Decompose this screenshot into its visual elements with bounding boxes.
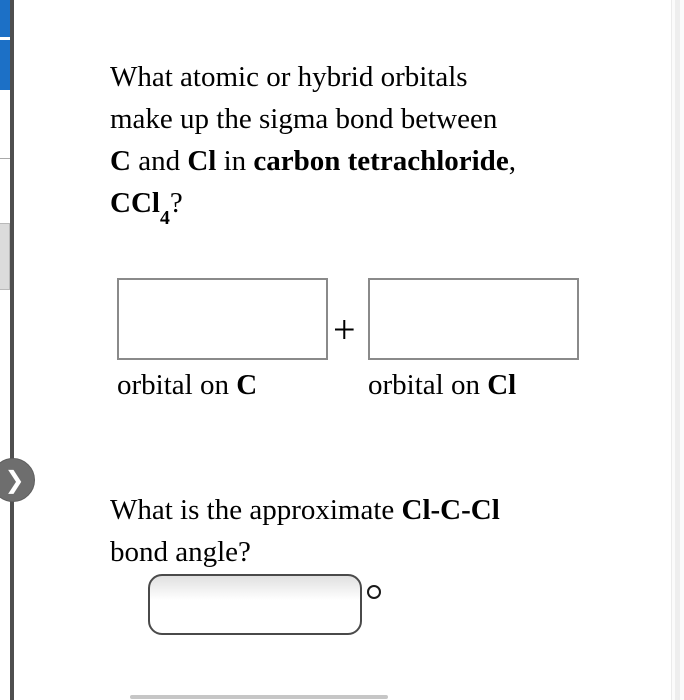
sidebar-blue-notch (0, 37, 10, 40)
sidebar-gray-block (0, 223, 10, 290)
sidebar-blue-segment (0, 0, 10, 90)
formula-subscript: 4 (159, 207, 170, 230)
degree-symbol (367, 585, 381, 599)
question-1-text: What atomic or hybrid orbitals make up t… (110, 56, 516, 230)
question-1-line-1: What atomic or hybrid orbitals (110, 61, 468, 93)
question-2-line-1: What is the approximate Cl-C-Cl (110, 494, 500, 526)
orbital-on-c-label: orbital on C (117, 369, 258, 401)
question-1-line-4: CCl4? (110, 187, 183, 230)
expand-panel-button[interactable]: ❯ (0, 458, 35, 502)
question-2-line-2: bond angle? (110, 536, 251, 568)
question-2-text: What is the approximate Cl-C-Cl bond ang… (110, 489, 500, 573)
question-1-line-2: make up the sigma bond between (110, 103, 498, 135)
orbital-on-cl-input[interactable] (368, 278, 579, 360)
scrollbar-thumb[interactable] (675, 0, 680, 700)
orbital-on-cl-label: orbital on Cl (368, 369, 517, 401)
chevron-right-icon: ❯ (4, 466, 25, 494)
question-1-line-3: C and Cl in carbon tetrachloride, (110, 145, 516, 177)
scrollbar-track[interactable] (671, 0, 684, 700)
orbital-on-c-input[interactable] (117, 278, 328, 360)
cutoff-element-edge (130, 695, 388, 699)
sidebar-divider (0, 158, 10, 159)
bond-angle-input[interactable] (148, 574, 362, 635)
panel-left-border (10, 0, 14, 700)
plus-sign: + (333, 307, 356, 352)
